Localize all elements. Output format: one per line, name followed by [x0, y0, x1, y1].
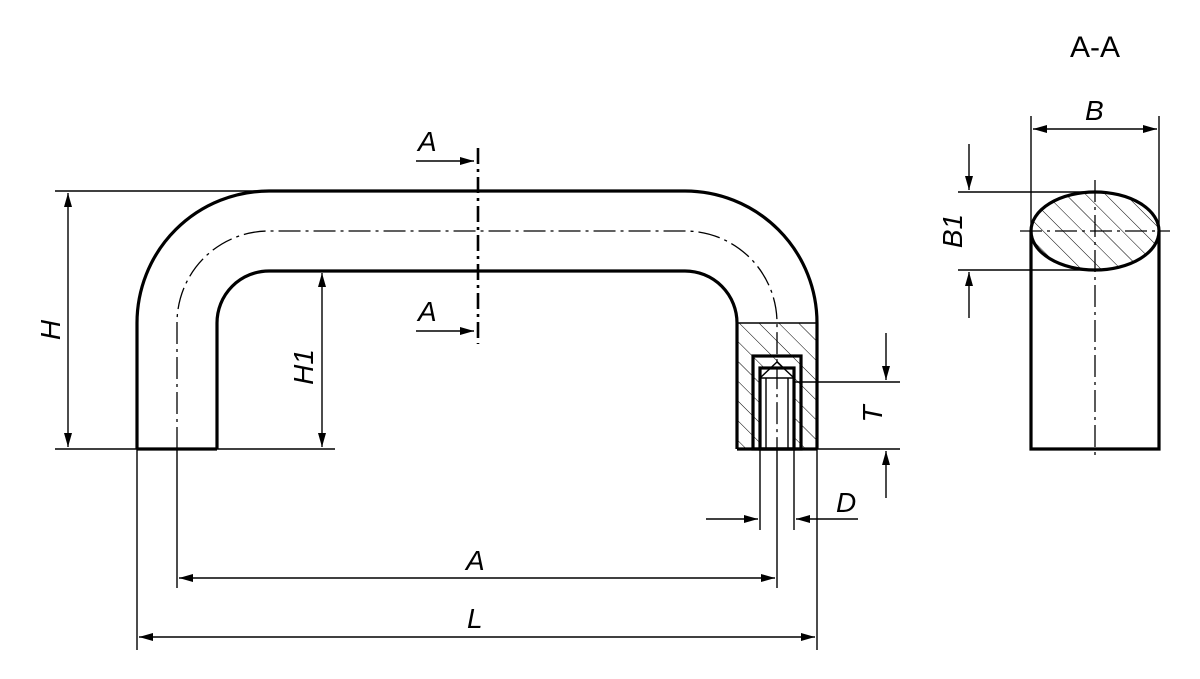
section-view-title: A-A — [1070, 31, 1120, 64]
dimension-t: T — [794, 333, 900, 498]
dimension-l: L — [136, 449, 818, 650]
dimension-d: D — [706, 449, 858, 530]
dimension-b-label: B — [1085, 95, 1104, 126]
section-cut-line: A A — [416, 126, 480, 344]
dimension-a: A — [176, 449, 778, 588]
dimension-b1-label: B1 — [937, 214, 968, 248]
dimension-l-label: L — [467, 603, 483, 634]
handle-centerline — [176, 230, 778, 449]
dimension-a-label: A — [464, 545, 485, 576]
dimension-h: H — [35, 190, 269, 450]
dimension-h-label: H — [35, 319, 66, 340]
section-view-a-a: A-A B B1 — [937, 31, 1170, 458]
dimension-h1: H1 — [217, 273, 335, 450]
section-mark-bottom: A — [416, 296, 437, 327]
section-mark-top: A — [416, 126, 437, 157]
dimension-h1-label: H1 — [288, 349, 319, 385]
dimension-t-label: T — [857, 404, 888, 423]
dimension-d-label: D — [836, 487, 856, 518]
